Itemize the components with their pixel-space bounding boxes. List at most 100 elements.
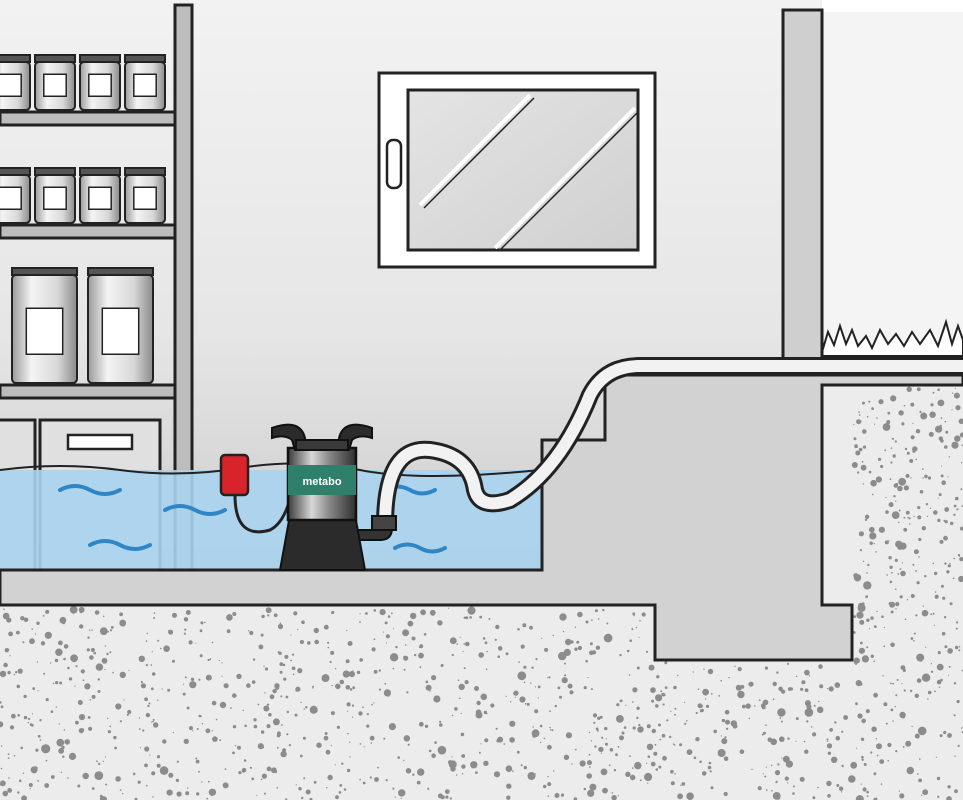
speckle [248, 630, 250, 632]
speckle [648, 664, 655, 671]
speckle [97, 678, 101, 681]
speckle [945, 430, 949, 434]
speckle [373, 638, 376, 641]
speckle [261, 746, 264, 749]
speckle [91, 787, 95, 790]
speckle [567, 683, 573, 689]
speckle [431, 675, 437, 681]
speckle [899, 568, 902, 570]
speckle [639, 779, 642, 782]
speckle [888, 502, 894, 508]
speckle [864, 514, 870, 519]
speckle [660, 690, 663, 693]
speckle [539, 741, 542, 744]
speckle [232, 751, 235, 755]
speckle [488, 618, 491, 620]
speckle [107, 630, 109, 633]
speckle [20, 616, 25, 621]
speckle [944, 507, 950, 512]
speckle [914, 693, 919, 698]
speckle [23, 617, 29, 623]
speckle [856, 611, 864, 619]
speckle [437, 793, 443, 799]
speckle [152, 718, 155, 721]
speckle [126, 713, 129, 717]
speckle [128, 669, 130, 671]
speckle [433, 695, 441, 703]
speckle [902, 668, 906, 673]
speckle [183, 617, 189, 622]
speckle [449, 797, 452, 800]
speckle [263, 665, 265, 667]
speckle [456, 643, 459, 645]
speckle [387, 615, 391, 618]
speckle [23, 694, 27, 699]
speckle [748, 717, 751, 720]
speckle [703, 668, 705, 670]
speckle [889, 478, 892, 480]
speckle [543, 784, 547, 789]
speckle [655, 704, 659, 708]
speckle [437, 620, 443, 626]
speckle [237, 745, 241, 750]
speckle [827, 794, 831, 798]
speckle [880, 464, 884, 469]
speckle [94, 771, 104, 780]
speckle [941, 480, 946, 486]
speckle [889, 682, 892, 685]
speckle [313, 780, 317, 784]
speckle [483, 760, 489, 766]
speckle [695, 737, 700, 742]
speckle [560, 793, 565, 797]
speckle [373, 702, 375, 704]
brand-label [288, 465, 356, 495]
speckle [36, 621, 40, 625]
grass [821, 318, 963, 357]
speckle [721, 718, 726, 723]
speckle [836, 784, 840, 787]
speckle [37, 690, 39, 692]
speckle [159, 766, 169, 775]
speckle [937, 795, 940, 798]
speckle [598, 746, 604, 753]
speckle [373, 609, 377, 612]
speckle [860, 464, 867, 471]
speckle [834, 682, 841, 688]
speckle [880, 783, 883, 785]
speckle [586, 773, 592, 779]
speckle [644, 772, 653, 782]
speckle [855, 702, 858, 706]
speckle [577, 645, 583, 651]
speckle [870, 654, 874, 658]
speckle [398, 789, 406, 797]
speckle [265, 607, 272, 614]
speckle [151, 771, 156, 776]
discharge-hose [376, 357, 963, 534]
speckle [765, 766, 767, 768]
speckle [902, 715, 905, 719]
speckle [484, 738, 489, 743]
speckle [929, 507, 932, 509]
speckle [838, 786, 844, 791]
speckle [784, 776, 789, 781]
speckle [363, 746, 365, 748]
speckle [895, 608, 897, 610]
speckle [144, 746, 150, 752]
speckle [677, 674, 679, 677]
speckle [732, 723, 738, 729]
speckle [509, 737, 515, 743]
speckle [804, 669, 810, 676]
speckle [888, 540, 890, 542]
storage-jar [124, 167, 166, 224]
speckle [559, 695, 562, 699]
speckle [904, 618, 907, 621]
speckle [532, 726, 534, 728]
speckle [329, 660, 332, 664]
storage-jar [0, 54, 31, 111]
speckle [429, 690, 431, 692]
speckle [664, 661, 668, 665]
speckle [29, 638, 35, 645]
speckle [349, 741, 351, 743]
speckle [112, 671, 114, 674]
speckle [625, 771, 631, 777]
